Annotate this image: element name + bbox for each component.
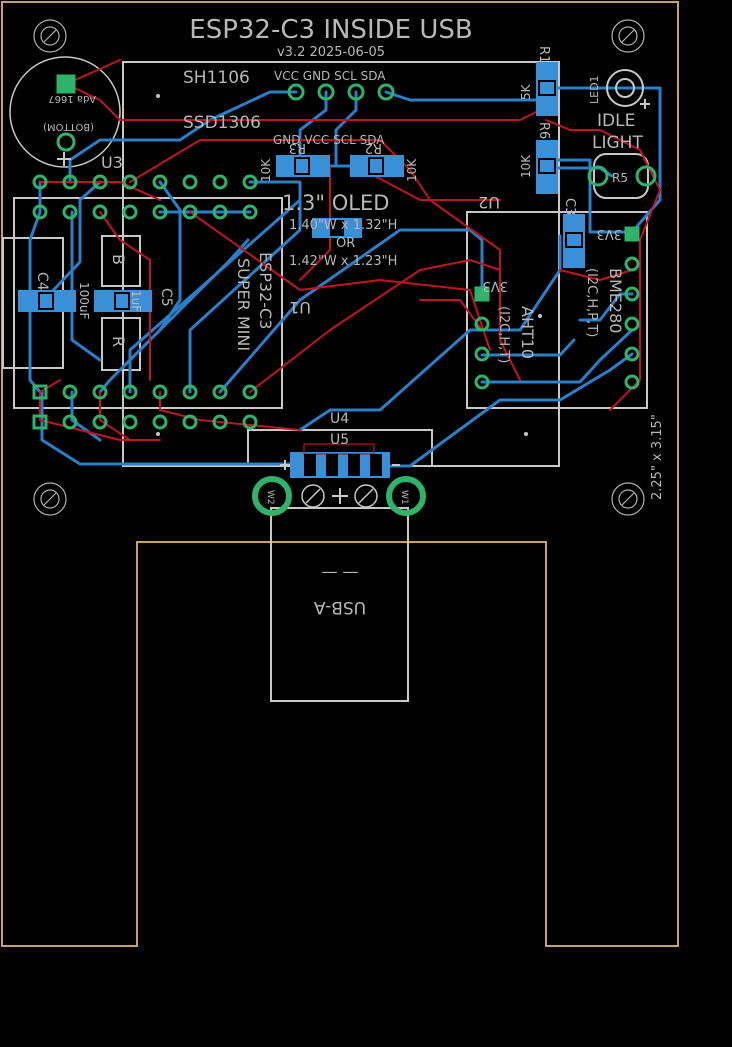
oled-dim1: 1.40"W x 1.32"H xyxy=(289,218,397,233)
smd-c3 xyxy=(563,214,585,268)
mounting-hole-tl xyxy=(33,19,67,53)
r2-value: 10K xyxy=(405,158,419,182)
board-outline xyxy=(1,1,679,947)
r6-value: 10K xyxy=(519,154,533,178)
r2-label: R2 xyxy=(365,140,382,155)
r5-pads xyxy=(587,165,657,187)
oled-dim2: 1.42"W x 1.23"H xyxy=(289,254,397,269)
esp32-header-bottom xyxy=(32,384,258,430)
r1-label: R1 xyxy=(536,46,551,63)
aht-sub: (I2C,H,T) xyxy=(496,306,511,363)
usb-a-label: USB-A xyxy=(313,597,366,617)
bme-3v3-label: 3V3 xyxy=(597,226,622,241)
usb-w2-label: W2 xyxy=(265,490,275,505)
usb-w1-label: W1 xyxy=(399,490,409,505)
c4-label: C4 xyxy=(34,272,50,291)
light-label: LIGHT xyxy=(592,133,643,153)
u5-label: U5 xyxy=(330,432,349,448)
board-title: ESP32-C3 INSIDE USB xyxy=(189,15,472,45)
oled-pins-top: VCC GND SCL SDA xyxy=(274,69,386,83)
buzzer-part: Ada 1667 xyxy=(48,93,96,104)
r3-value: 10K xyxy=(259,158,273,182)
oled-pins-bottom: GND VCC SCL SDA xyxy=(273,133,385,147)
mounting-hole-bl xyxy=(33,482,67,516)
buzzer-outline xyxy=(9,56,121,168)
bme-label: BME280 xyxy=(606,268,625,333)
buzzer-side: (BOTTOM) xyxy=(43,121,94,132)
smd-r3 xyxy=(276,155,330,177)
button-b-outline xyxy=(101,235,141,287)
usb-a-minus: — — xyxy=(321,562,358,581)
smd-c5 xyxy=(94,290,152,312)
usb-ic-u5 xyxy=(290,443,390,478)
u3-label: U3 xyxy=(101,153,123,172)
top-traces xyxy=(39,59,661,441)
bme-sub: (I2C,H,P,T) xyxy=(584,268,599,337)
board-version: v3.2 2025-06-05 xyxy=(277,45,385,60)
c5-label: C5 xyxy=(158,288,174,307)
sensor-header-left xyxy=(474,286,490,390)
u4-label: U4 xyxy=(330,411,349,427)
button-r-label: R xyxy=(109,336,128,347)
esp-label-board: SUPER MINI xyxy=(234,258,253,351)
aht-3v3-label: 3V3 xyxy=(483,278,508,293)
smd-oled-cap xyxy=(312,218,362,238)
smd-r6 xyxy=(536,140,558,194)
oled-size-label: 1.3" OLED xyxy=(282,191,389,215)
smd-c4 xyxy=(18,290,76,312)
aht-label: AHT10 xyxy=(518,306,537,359)
c3-label: C3 xyxy=(562,198,577,215)
led1-outline xyxy=(606,69,644,107)
esp32-header-top xyxy=(32,174,258,220)
buzzer-pads xyxy=(56,74,76,152)
smd-r2 xyxy=(350,155,404,177)
usb-data-pads xyxy=(301,484,378,508)
oled-header xyxy=(287,83,395,101)
button-b-label: B xyxy=(109,254,128,265)
usb-wing-pads xyxy=(252,476,426,516)
esp-label-chip: ESP32-C3 xyxy=(256,252,275,329)
u2-label: U2 xyxy=(478,193,500,212)
oled-ssd1306-label: SSD1306 xyxy=(183,113,261,133)
mounting-hole-tr xyxy=(611,19,645,53)
silk-dots xyxy=(156,94,542,436)
usb-a-outline xyxy=(270,507,409,702)
r3-label: R3 xyxy=(289,140,306,155)
u1-label: U1 xyxy=(289,298,311,317)
led1-label: LED1 xyxy=(588,75,601,104)
idle-label: IDLE xyxy=(597,111,635,131)
r6-label: R6 xyxy=(536,122,551,139)
oled-or: OR xyxy=(336,236,355,251)
c5-value: 1uF xyxy=(129,290,143,312)
mounting-hole-br xyxy=(611,482,645,516)
polarity-marks xyxy=(57,99,650,504)
smd-r1 xyxy=(536,62,558,116)
oled-sh1106-label: SH1106 xyxy=(183,68,250,88)
r1-value: 5K xyxy=(519,83,533,100)
c4-value: 100uF xyxy=(77,282,91,320)
esp32-outline xyxy=(13,197,283,409)
r5-outline xyxy=(593,153,649,199)
board-size-note: 2.25" x 3.15" xyxy=(650,414,665,500)
sensor-header-right xyxy=(624,226,640,390)
usb-connector-outline xyxy=(247,429,433,466)
r5-label: R5 xyxy=(612,171,628,185)
